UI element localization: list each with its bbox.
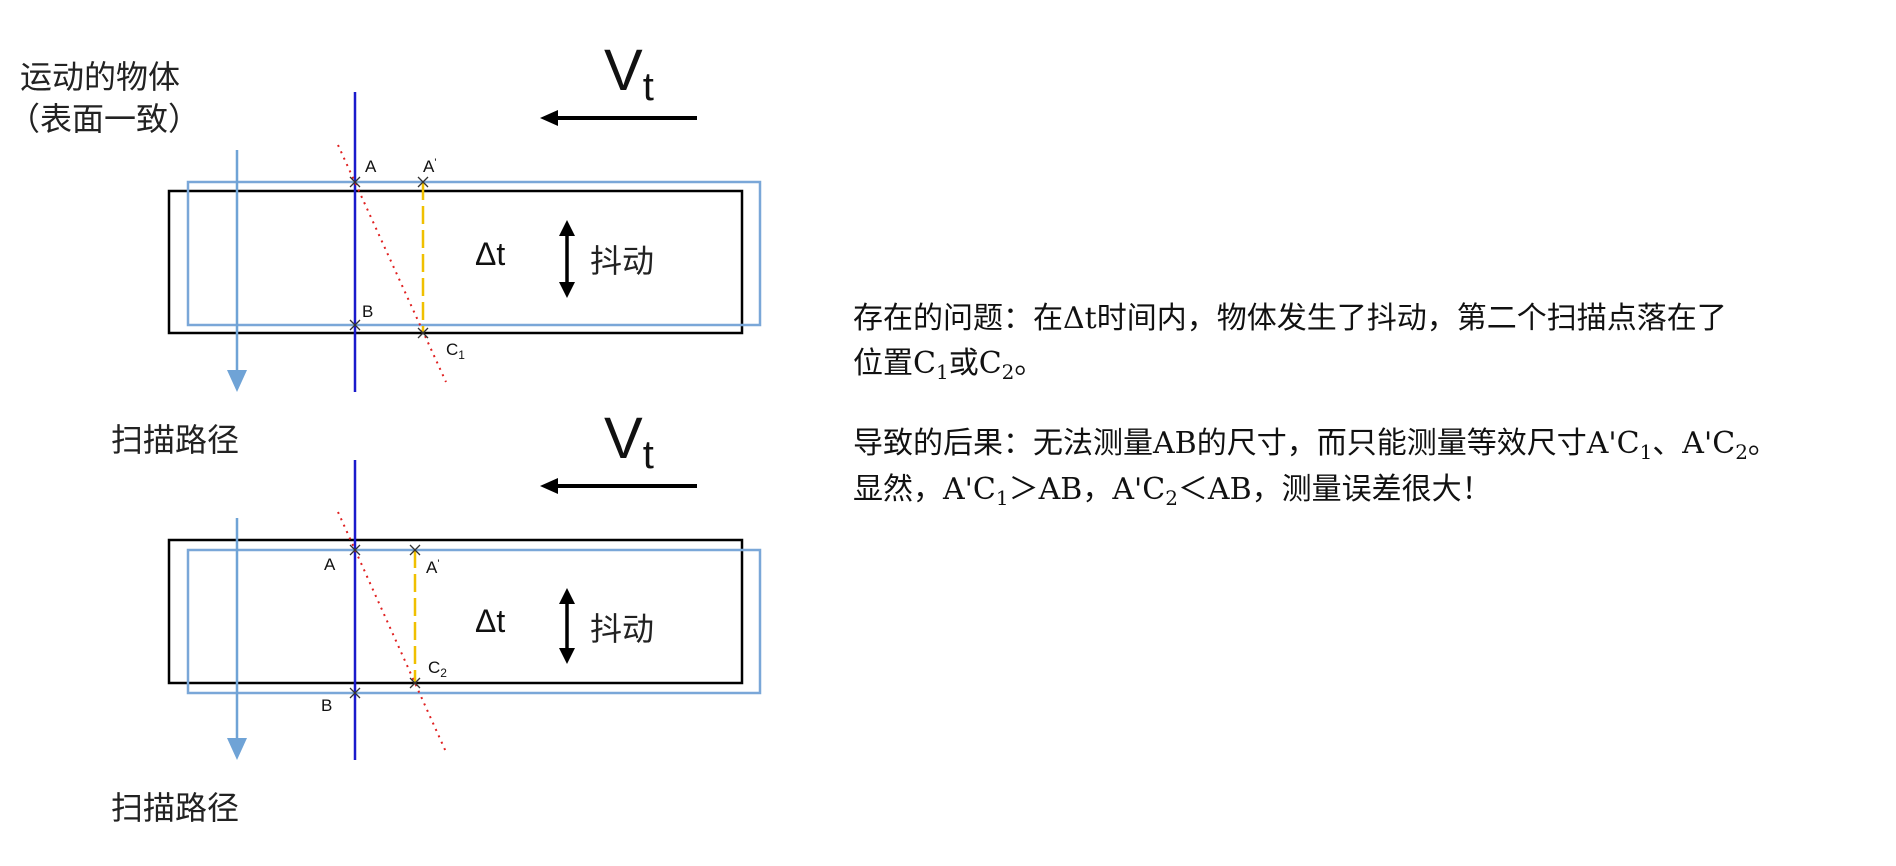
top-panel: Vt A A' B C1 Δt 抖动 扫描路径 [111,38,762,459]
surface-consistent-label: （表面一致） [8,100,200,138]
top-shifted-object-rect [186,180,762,327]
bottom-velocity-arrowhead [540,478,558,494]
top-jitter-arrow-up-icon [559,220,575,236]
top-scan-path-label: 扫描路径 [111,421,239,459]
bottom-point-b-label: B [321,696,332,715]
top-object-rect [167,189,744,335]
top-cross-marks [349,176,429,339]
top-point-a-label: A [365,157,377,176]
moving-object-label: 运动的物体 [20,58,180,96]
consequence-line-1: 导致的后果：无法测量AB的尺寸，而只能测量等效尺寸A'C1、A'C2。 [853,426,1778,464]
bottom-jitter-label: 抖动 [590,610,654,648]
top-point-b-label: B [362,302,373,321]
bottom-cross-marks [349,544,421,699]
bottom-shifted-object-rect [186,548,762,695]
consequence-line-2: 显然，A'C1＞AB，A'C2＜AB，测量误差很大！ [853,472,1492,510]
top-velocity-label: Vt [604,38,654,109]
bottom-panel: Vt A A' B C2 Δt 抖动 扫描路径 [111,406,762,827]
bottom-object-rect [167,538,744,685]
bottom-delta-t-label: Δt [475,603,505,639]
problem-line-2: 位置C1或C2。 [853,346,1044,384]
top-delta-t-label: Δt [475,236,505,272]
top-velocity-arrowhead [540,110,558,126]
bottom-point-a-label: A [324,555,336,574]
problem-line-1: 存在的问题：在Δt时间内，物体发生了抖动，第二个扫描点落在了 [853,301,1727,336]
bottom-point-c2-label: C2 [428,658,447,680]
bottom-velocity-label: Vt [604,406,654,477]
bottom-jitter-arrow-down-icon [559,648,575,664]
top-point-c1-label: C1 [446,340,465,362]
top-scan-arrow-icon [227,370,247,392]
explanation-text: 存在的问题：在Δt时间内，物体发生了抖动，第二个扫描点落在了 位置C1或C2。 … [853,301,1778,510]
top-dotted-diagonal [337,144,447,383]
bottom-point-a-prime-label: A' [426,558,439,577]
top-jitter-label: 抖动 [590,242,654,280]
bottom-dotted-diagonal [337,511,447,753]
top-jitter-arrow-down-icon [559,282,575,298]
bottom-scan-arrow-icon [227,738,247,760]
top-point-a-prime-label: A' [423,157,436,176]
bottom-scan-path-label: 扫描路径 [111,789,239,827]
bottom-jitter-arrow-up-icon [559,588,575,604]
